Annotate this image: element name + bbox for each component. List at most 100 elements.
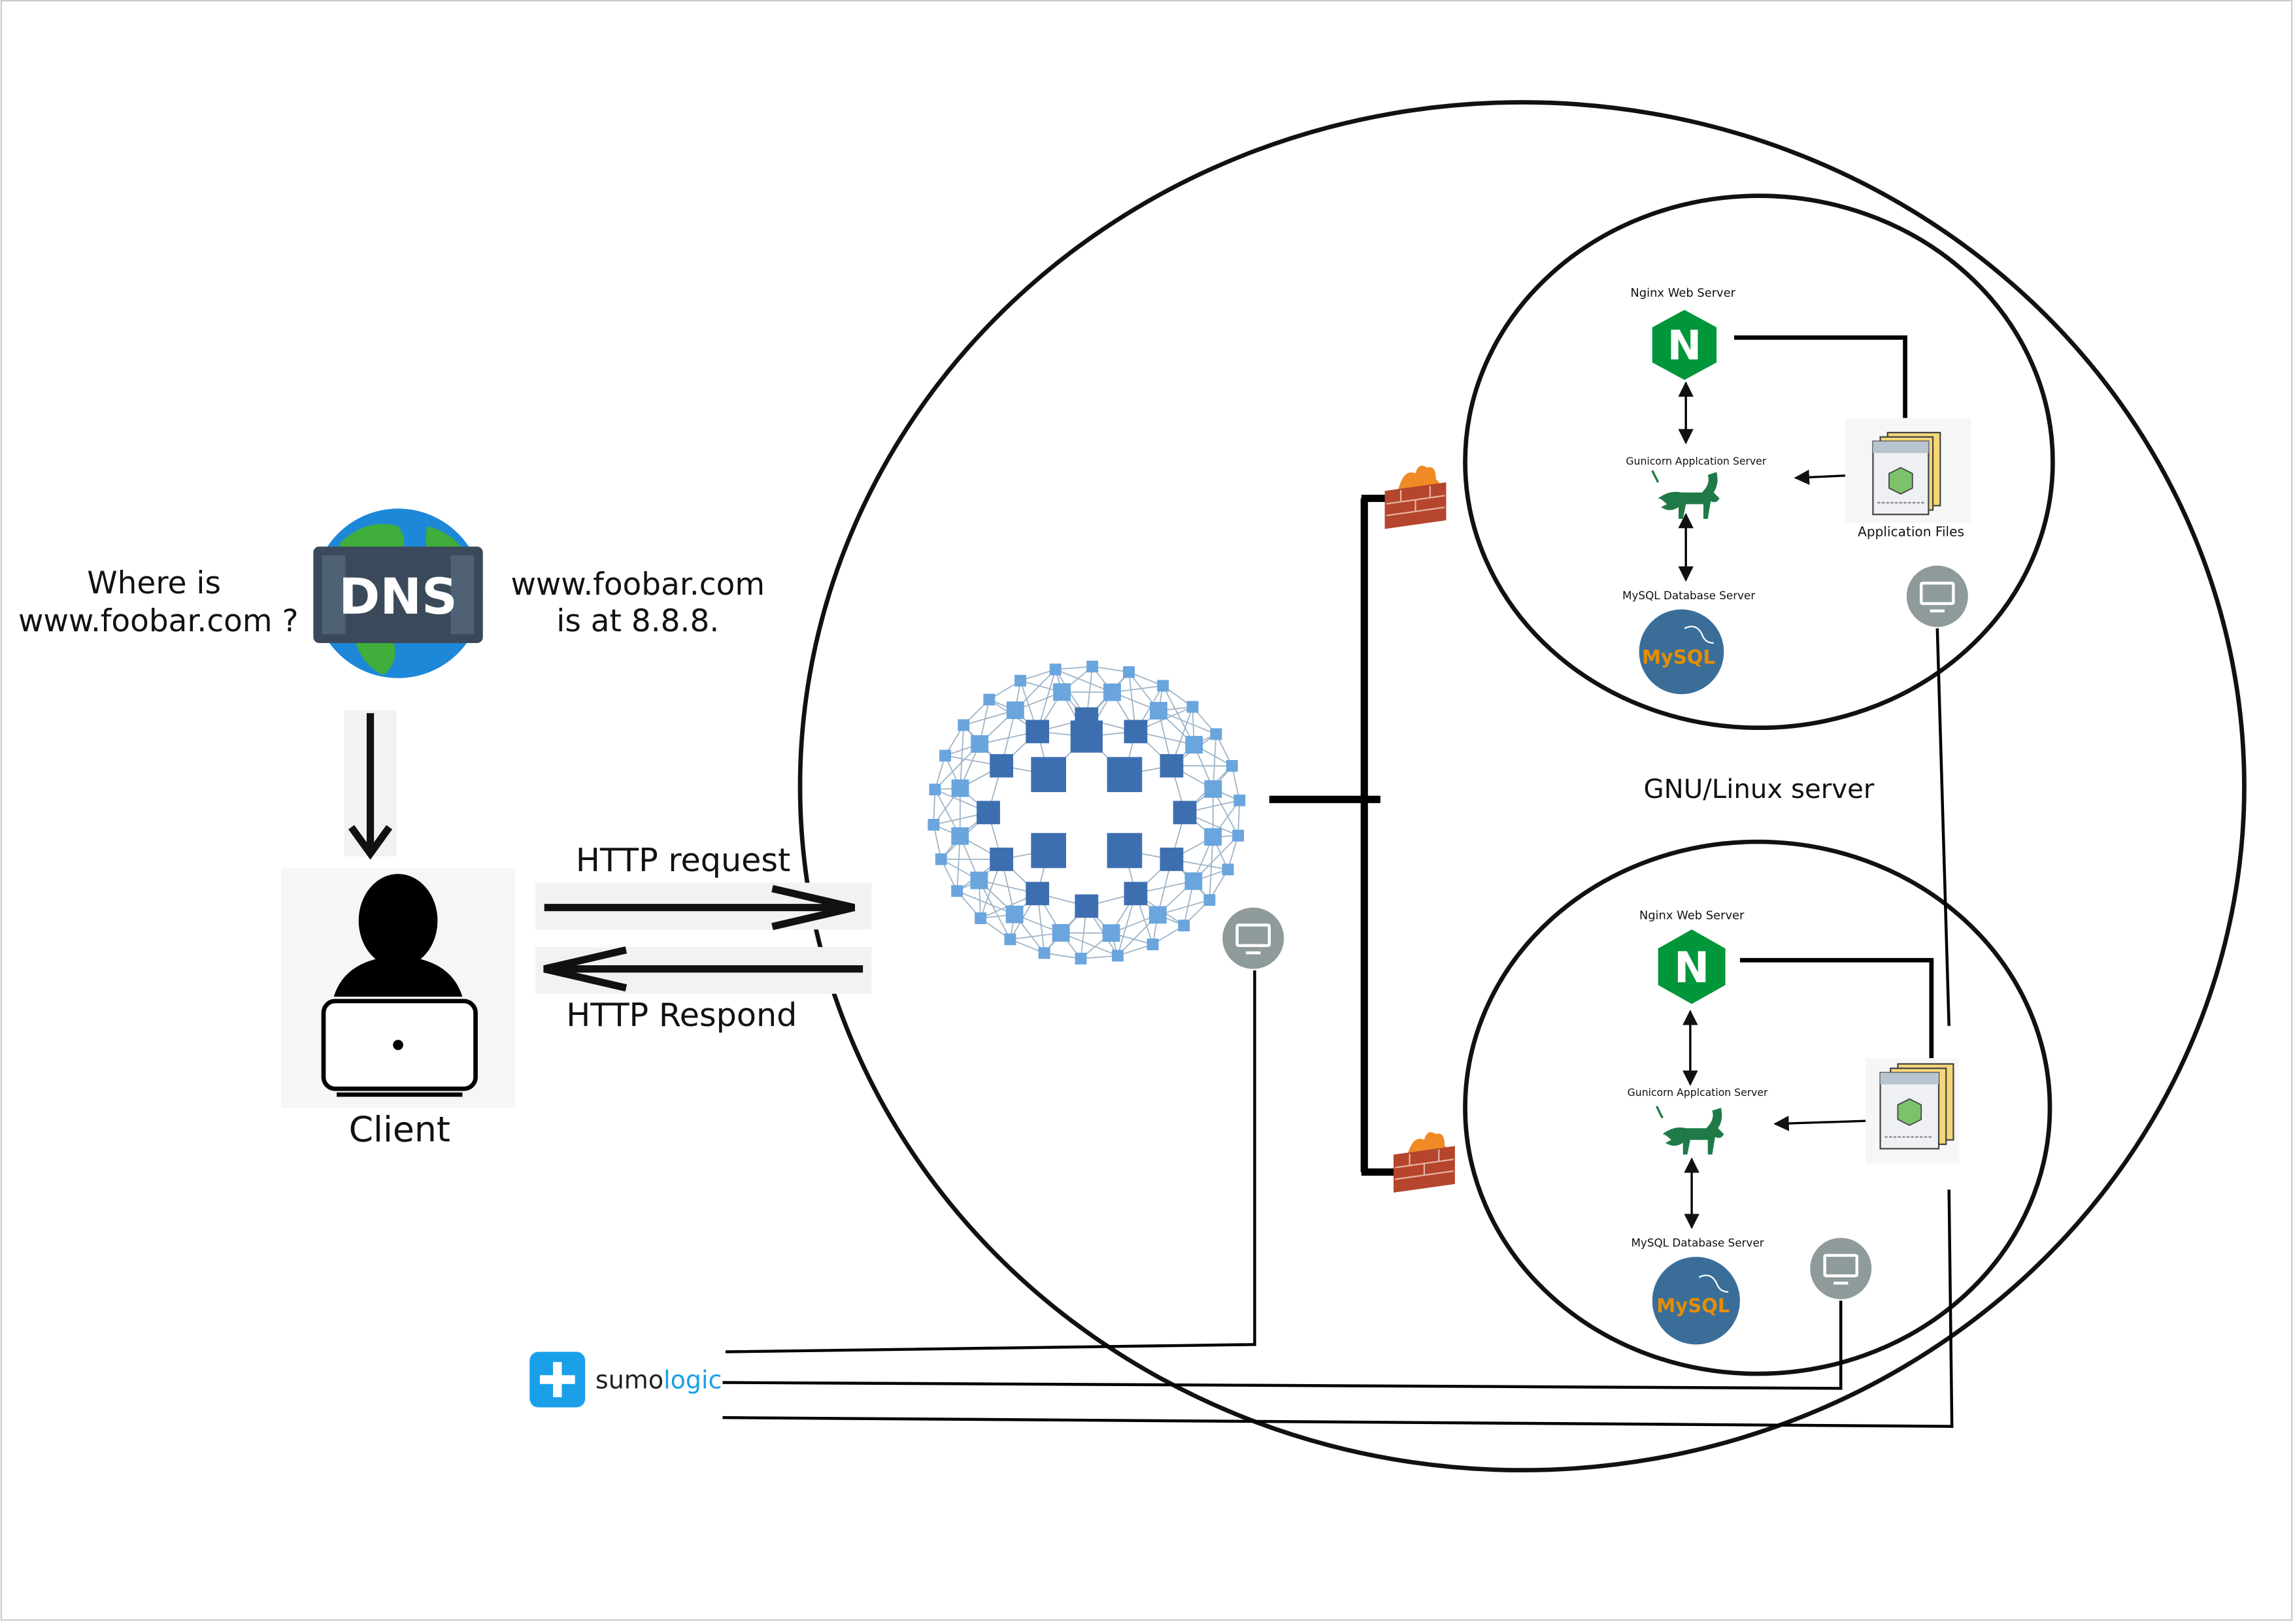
network-node — [1031, 757, 1066, 792]
network-node — [951, 885, 963, 897]
network-node — [1039, 947, 1050, 959]
network-node — [1157, 680, 1169, 691]
network-node — [1203, 894, 1215, 906]
server2-nginx-to-files-link — [1740, 960, 1932, 1061]
server1-nginx-to-files-link — [1734, 338, 1905, 421]
server1-nginx-logo: N — [1667, 322, 1701, 369]
network-node — [977, 801, 1000, 824]
network-node — [1107, 833, 1143, 869]
server2-mysql-logo: MySQL — [1656, 1295, 1730, 1317]
network-node — [971, 872, 988, 889]
client-label: Client — [349, 1109, 450, 1150]
server2-mysql-label: MySQL Database Server — [1631, 1236, 1764, 1250]
load-balancer-network-icon — [928, 661, 1245, 965]
dns-question-line2: www.foobar.com ? — [18, 603, 298, 639]
network-node — [1147, 938, 1159, 950]
monitoring-agent-icon — [1810, 1238, 1871, 1299]
network-node — [990, 754, 1013, 778]
application-files-icon — [1845, 418, 1971, 523]
sumologic-icon — [529, 1352, 585, 1408]
mysql-icon: MySQL — [1639, 610, 1724, 695]
nginx-icon: N — [1658, 929, 1726, 1004]
network-link — [1209, 837, 1213, 901]
monitoring-agent-icon — [1907, 565, 1968, 627]
dns-label: DNS — [339, 567, 457, 625]
dns-question-line1: Where is — [87, 565, 221, 601]
network-node — [1103, 924, 1120, 942]
server2-files-monitor-cable — [722, 1189, 1952, 1426]
network-node — [983, 694, 995, 706]
http-request-label: HTTP request — [576, 841, 791, 879]
server2-nginx-logo: N — [1674, 944, 1709, 993]
network-node — [1026, 882, 1049, 905]
network-node — [1204, 780, 1222, 798]
network-node — [958, 720, 969, 731]
network-node — [1222, 863, 1234, 875]
server2-circle — [1465, 842, 2050, 1374]
network-node — [1005, 933, 1016, 945]
sumologic-text-a: sumo — [595, 1365, 663, 1394]
network-node — [1075, 953, 1087, 965]
server1-mysql-logo: MySQL — [1642, 646, 1715, 668]
network-node — [1014, 675, 1026, 687]
server2-files-to-gunicorn-arrow — [1775, 1121, 1866, 1123]
dns-answer-line1: www.foobar.com — [510, 567, 765, 603]
network-node — [1150, 702, 1167, 720]
mysql-icon: MySQL — [1652, 1257, 1740, 1344]
network-node — [1053, 684, 1071, 701]
gunicorn-unicorn-icon — [1656, 1106, 1724, 1155]
server1-monitor-cable — [1937, 629, 1949, 1026]
server-group-label: GNU/Linux server — [1643, 774, 1874, 804]
network-node — [975, 912, 986, 924]
network-node — [1031, 833, 1066, 869]
network-node — [1149, 906, 1167, 924]
network-node — [1232, 830, 1244, 842]
network-node — [1026, 720, 1049, 744]
network-node — [1107, 757, 1143, 792]
network-node — [935, 853, 947, 865]
network-link — [960, 725, 963, 789]
dns-answer-line2: is at 8.8.8. — [556, 603, 719, 639]
application-files-icon — [1866, 1058, 1959, 1163]
network-node — [1123, 666, 1135, 678]
network-node — [1007, 701, 1024, 719]
network-node — [1103, 684, 1121, 701]
network-node — [1112, 950, 1124, 961]
network-node — [1075, 707, 1098, 731]
network-node — [1160, 848, 1184, 871]
network-node — [1050, 663, 1062, 675]
network-node — [951, 827, 969, 845]
network-node — [939, 750, 951, 761]
network-node — [971, 735, 988, 753]
network-node — [1052, 924, 1070, 942]
server1-mysql-label: MySQL Database Server — [1622, 589, 1755, 602]
sumologic-wordmark: sumologic — [595, 1365, 722, 1394]
network-node — [1226, 760, 1238, 772]
network-node — [1187, 701, 1199, 713]
network-node — [1124, 882, 1148, 905]
server1-nginx-label: Nginx Web Server — [1630, 286, 1735, 300]
monitoring-agent-icon — [1222, 908, 1284, 969]
nginx-icon: N — [1652, 310, 1716, 380]
network-node — [952, 780, 969, 797]
network-node — [990, 848, 1013, 871]
network-node — [1006, 906, 1024, 923]
dns-globe-icon: DNS — [313, 508, 482, 678]
network-node — [1160, 754, 1184, 778]
network-node — [1124, 720, 1148, 744]
network-node — [928, 819, 939, 831]
server1-gunicorn-label: Gunicorn Applcation Server — [1626, 455, 1766, 467]
network-node — [1233, 795, 1245, 806]
network-node — [1086, 661, 1098, 672]
network-node — [1204, 828, 1222, 846]
firewall-icon — [1394, 1132, 1455, 1193]
firewall-icon — [1385, 466, 1447, 529]
network-node — [1173, 801, 1197, 824]
network-node — [1210, 728, 1222, 740]
server2-nginx-label: Nginx Web Server — [1639, 909, 1745, 923]
network-node — [1184, 872, 1202, 890]
network-node — [1075, 895, 1098, 918]
network-node — [1178, 920, 1190, 931]
